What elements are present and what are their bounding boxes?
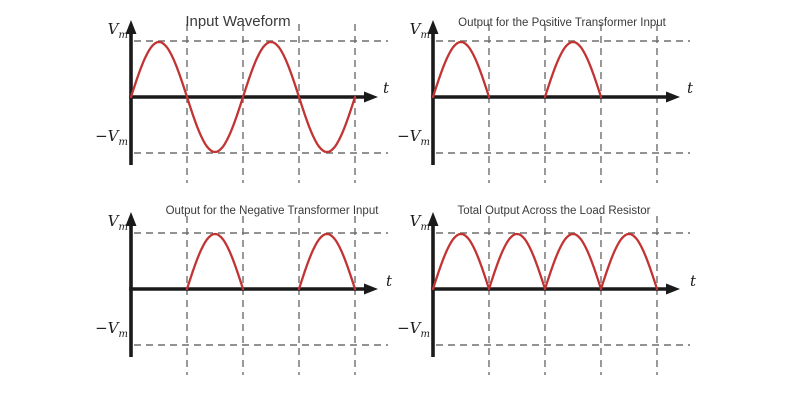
neg-vm-subscript: m bbox=[420, 329, 430, 340]
y-axis-vmax-label: Vm bbox=[386, 213, 430, 233]
y-axis-vmax-label: Vm bbox=[84, 213, 128, 233]
waveform-curve bbox=[129, 40, 357, 154]
vm-symbol: V bbox=[107, 20, 119, 38]
x-axis-arrowhead-icon bbox=[666, 91, 680, 103]
neg-vm-subscript: m bbox=[118, 137, 128, 148]
x-axis-arrowhead-icon bbox=[666, 283, 680, 295]
vm-subscript: m bbox=[420, 30, 430, 41]
vm-symbol: V bbox=[409, 212, 421, 230]
panel-title-total-output: Total Output Across the Load Resistor bbox=[457, 205, 651, 217]
waveform-curve bbox=[431, 40, 603, 99]
y-axis-vmin-label: −Vm bbox=[80, 128, 128, 148]
vm-subscript: m bbox=[118, 30, 128, 41]
neg-vm-symbol: −V bbox=[397, 127, 421, 145]
y-axis-arrowhead-icon bbox=[427, 20, 439, 34]
x-axis-time-label: t bbox=[687, 79, 694, 97]
y-axis-vmin-label: −Vm bbox=[382, 128, 430, 148]
x-axis-arrowhead-icon bbox=[364, 91, 378, 103]
panel-title-positive-output: Output for the Positive Transformer Inpu… bbox=[458, 17, 666, 29]
y-axis-vmax-label: Vm bbox=[84, 21, 128, 41]
y-axis-arrowhead-icon bbox=[125, 20, 137, 34]
vm-subscript: m bbox=[420, 222, 430, 233]
y-axis-vmin-label: −Vm bbox=[80, 320, 128, 340]
waveform-curve bbox=[185, 232, 357, 291]
y-axis-arrowhead-icon bbox=[427, 212, 439, 226]
neg-vm-symbol: −V bbox=[397, 319, 421, 337]
y-axis-vmax-label: Vm bbox=[386, 21, 430, 41]
vm-symbol: V bbox=[107, 212, 119, 230]
x-axis-time-label: t bbox=[386, 272, 393, 290]
panel-title-negative-output: Output for the Negative Transformer Inpu… bbox=[165, 205, 379, 217]
neg-vm-symbol: −V bbox=[95, 319, 119, 337]
x-axis-time-label: t bbox=[690, 272, 697, 290]
neg-vm-subscript: m bbox=[118, 329, 128, 340]
waveform-curve bbox=[431, 232, 659, 291]
neg-vm-symbol: −V bbox=[95, 127, 119, 145]
neg-vm-subscript: m bbox=[420, 137, 430, 148]
panel-title-input-waveform: Input Waveform bbox=[185, 13, 291, 30]
y-axis-vmin-label: −Vm bbox=[382, 320, 430, 340]
y-axis-arrowhead-icon bbox=[125, 212, 137, 226]
x-axis-time-label: t bbox=[383, 79, 390, 97]
vm-subscript: m bbox=[118, 222, 128, 233]
x-axis-arrowhead-icon bbox=[364, 283, 378, 295]
vm-symbol: V bbox=[409, 20, 421, 38]
